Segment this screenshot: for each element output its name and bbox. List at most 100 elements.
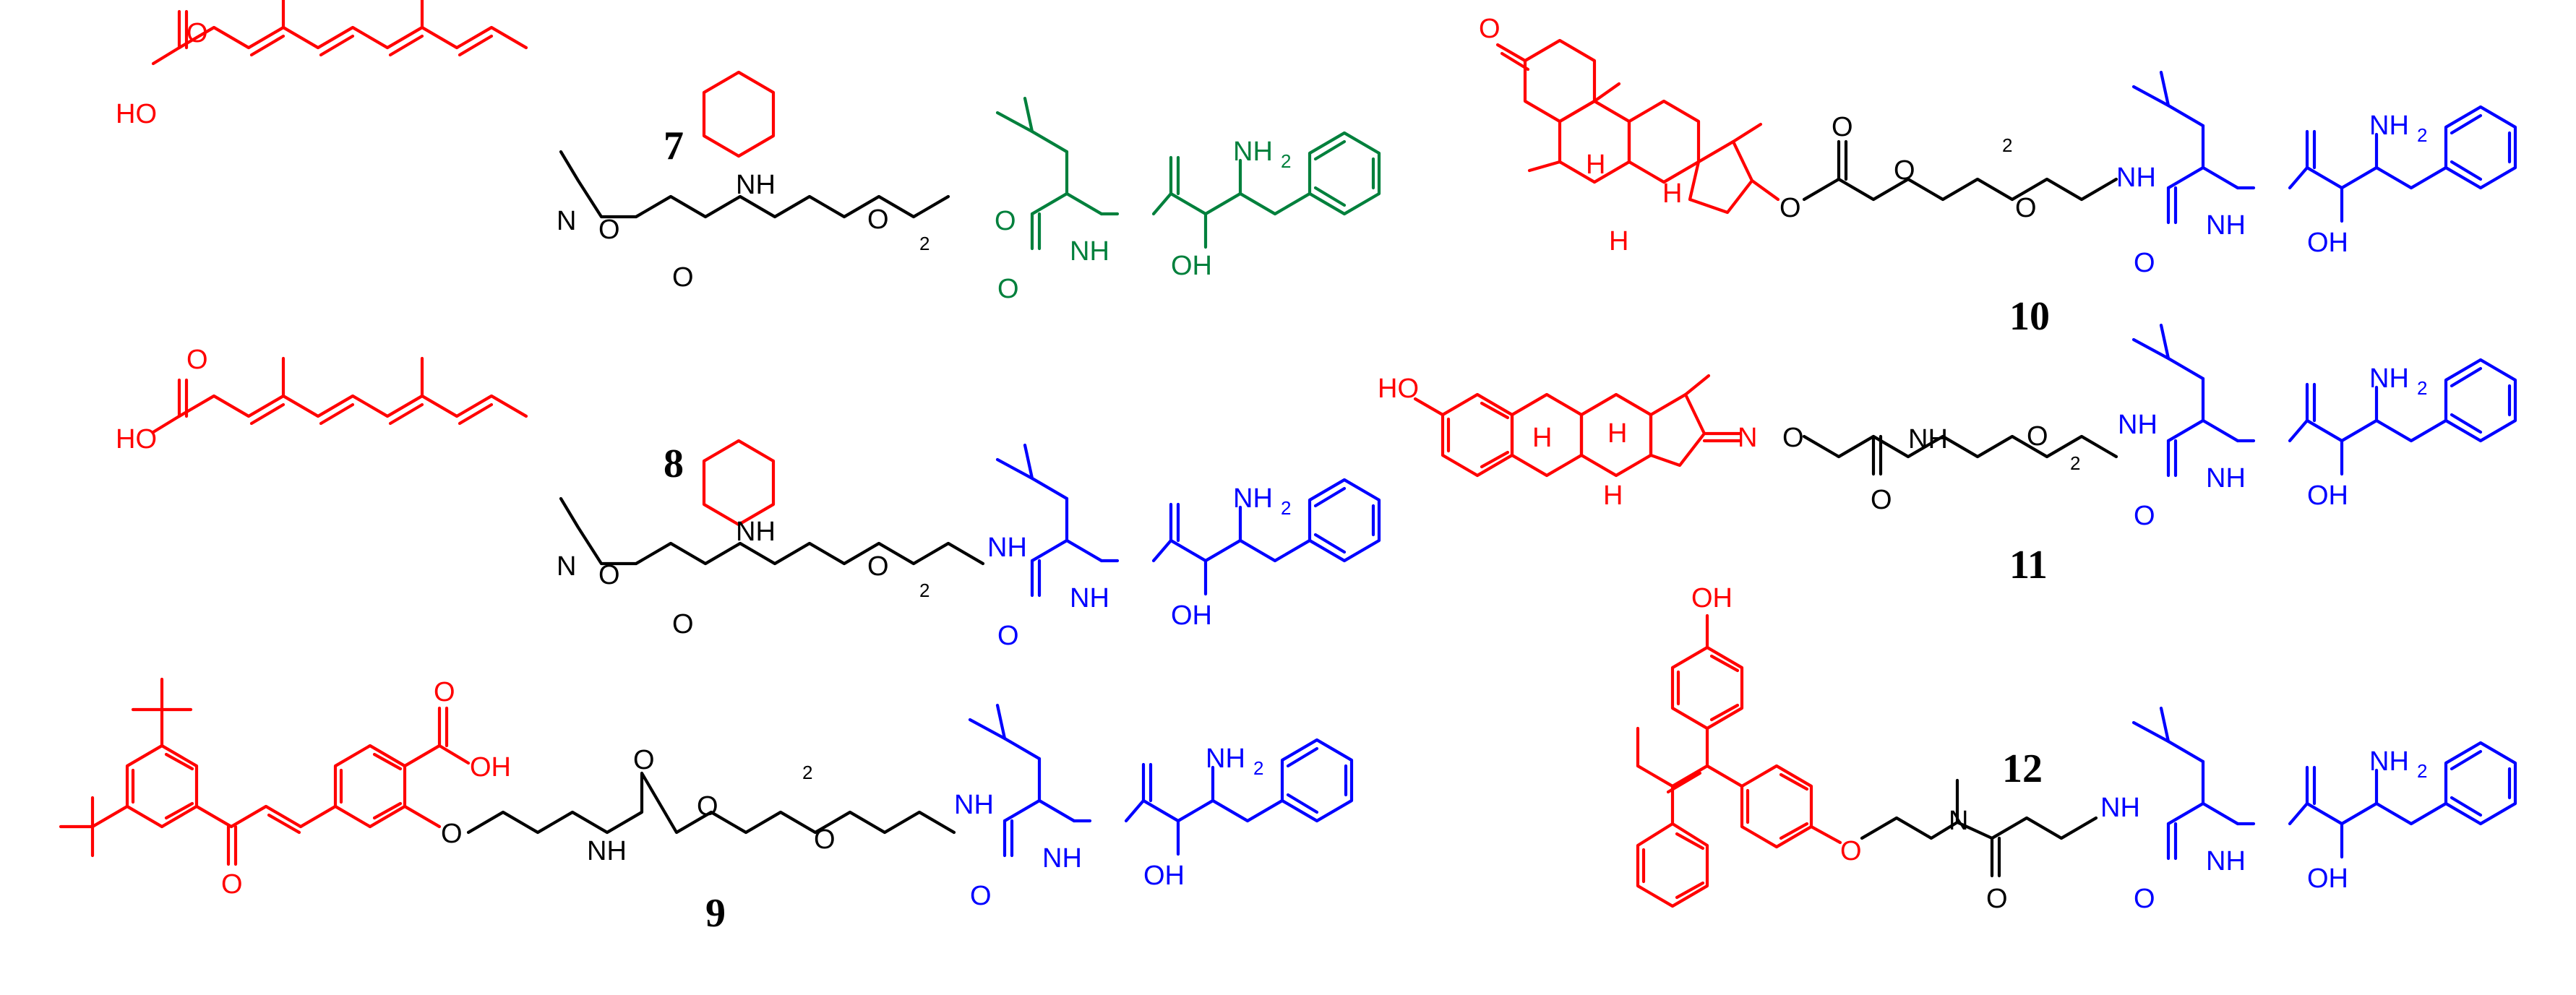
compound-7: HO O N O NH O O 2 O NH OH NH 2 O 7 bbox=[116, 0, 1379, 304]
compound-10-steroid bbox=[1495, 38, 1780, 215]
compound-8-hoc-label: HO bbox=[116, 424, 157, 455]
compound-11-linker bbox=[1802, 434, 2118, 459]
compound-7-oh-label: OH bbox=[1171, 251, 1212, 281]
compound-8-number: 8 bbox=[664, 441, 684, 486]
compound-10-nh2-label: NH bbox=[2369, 111, 2409, 141]
compound-12-tamoxifen bbox=[1636, 613, 1842, 908]
compound-11-h1: H bbox=[1532, 423, 1552, 453]
compound-10-number: 10 bbox=[2009, 294, 2050, 339]
compound-11-ho: HO bbox=[1378, 374, 1419, 404]
compound-11-oh-label: OH bbox=[2307, 481, 2348, 511]
compound-8-peg-o: O bbox=[867, 551, 889, 582]
compound-10-h1: H bbox=[1586, 150, 1605, 180]
compound-9-o-payload: O bbox=[970, 881, 992, 911]
compound-11-carbonyl-o: O bbox=[1871, 485, 1892, 515]
compound-8-o-label: O bbox=[186, 345, 208, 375]
compound-8-nh2-label: NH bbox=[1233, 483, 1273, 514]
compound-10: O H H H O O O 2 O NH NH OH NH 2 O 10 bbox=[1479, 14, 2515, 339]
compound-11: HO H H H N O O NH O 2 NH NH OH NH 2 O 11 bbox=[1378, 325, 2515, 587]
compound-12-nh-payload: NH bbox=[2206, 846, 2246, 876]
compound-11-nh-top: NH bbox=[1908, 424, 1948, 455]
compound-7-o-ether-label: O bbox=[598, 215, 620, 245]
compound-12-oh: OH bbox=[1691, 583, 1733, 613]
compound-9-rep: 2 bbox=[802, 762, 812, 783]
compound-12-n: N bbox=[1949, 806, 1968, 836]
compound-8-nh-payload: NH bbox=[1070, 583, 1109, 613]
compound-9-number: 9 bbox=[705, 891, 726, 936]
compound-12-o-ether: O bbox=[1840, 836, 1862, 866]
compound-12-nh2-label: NH bbox=[2369, 746, 2409, 777]
compound-11-n-oxime: N bbox=[1738, 423, 1757, 453]
compound-7-ester-o: O bbox=[995, 206, 1016, 236]
compound-7-number: 7 bbox=[664, 124, 684, 168]
compound-9-chalcone bbox=[59, 677, 471, 866]
compound-7-nh-payload: NH bbox=[1070, 236, 1109, 267]
compound-11-h3: H bbox=[1603, 481, 1623, 511]
compound-8: HO O N O NH O O 2 NH NH OH NH 2 O 8 bbox=[116, 345, 1379, 651]
compound-11-nh2-label: NH bbox=[2369, 363, 2409, 394]
compound-8-rep: 2 bbox=[919, 580, 929, 601]
compound-11-peg-o: O bbox=[2027, 421, 2048, 452]
compound-9-carbonyl-o: O bbox=[633, 745, 655, 775]
compound-7-o-payload: O bbox=[997, 274, 1019, 304]
compound-7-nh-label: NH bbox=[736, 170, 776, 200]
compound-12: OH O N O NH NH OH NH 2 O 12 bbox=[1636, 583, 2515, 914]
compound-12-o-payload: O bbox=[2134, 884, 2155, 914]
compound-10-payload bbox=[2134, 72, 2515, 223]
compound-7-payload bbox=[997, 98, 1379, 249]
compound-8-n-label: N bbox=[557, 551, 576, 582]
compound-12-oh-label: OH bbox=[2307, 863, 2348, 894]
compound-7-hoc-label: HO bbox=[116, 99, 157, 129]
compound-8-payload bbox=[997, 445, 1379, 595]
compound-9: O O OH O NH O O 2 O NH NH OH NH 2 O 9 bbox=[59, 677, 1352, 936]
compound-11-nh-payload: NH bbox=[2206, 463, 2246, 494]
compound-9-peg-o1: O bbox=[697, 791, 718, 822]
compound-10-ketone-o: O bbox=[1479, 14, 1500, 44]
compound-11-number: 11 bbox=[2009, 543, 2048, 587]
compound-10-h3: H bbox=[1609, 226, 1628, 257]
compound-12-nh2-sub: 2 bbox=[2417, 760, 2427, 782]
compound-10-linker bbox=[1802, 177, 2118, 202]
compound-10-rep: 2 bbox=[2002, 134, 2012, 156]
compound-10-nh2-sub: 2 bbox=[2417, 124, 2427, 146]
compound-9-oh-acid: OH bbox=[470, 752, 511, 783]
compound-11-h2: H bbox=[1607, 418, 1627, 449]
compound-9-o-ketone: O bbox=[221, 869, 243, 900]
compound-9-linker bbox=[466, 771, 956, 835]
compound-7-rep: 2 bbox=[919, 233, 929, 254]
compound-11-o-payload: O bbox=[2134, 501, 2155, 531]
compound-12-linker bbox=[1860, 816, 2098, 840]
compound-11-estradiol bbox=[1413, 374, 1743, 478]
compound-8-carbonyl-o: O bbox=[672, 609, 694, 639]
compound-10-ester-o: O bbox=[1779, 193, 1801, 223]
compound-9-nh: NH bbox=[587, 836, 627, 866]
compound-8-nh-amide: NH bbox=[987, 533, 1027, 563]
compound-10-peg-o1: O bbox=[1894, 155, 1915, 186]
compound-9-nh2-sub: 2 bbox=[1253, 757, 1263, 779]
compound-10-nh-amide: NH bbox=[2116, 163, 2156, 193]
compound-10-carbonyl-o: O bbox=[1832, 112, 1853, 142]
compound-10-peg-o2: O bbox=[2015, 193, 2037, 223]
compound-8-o-payload: O bbox=[997, 621, 1019, 651]
compound-7-retinoid bbox=[153, 0, 776, 158]
compound-9-nh-payload: NH bbox=[1042, 843, 1082, 874]
compound-12-payload bbox=[2134, 708, 2515, 858]
compound-10-nh-payload: NH bbox=[2206, 210, 2246, 241]
compound-10-o-payload: O bbox=[2134, 248, 2155, 278]
compound-9-o-acid: O bbox=[434, 677, 455, 707]
compound-8-nh2-sub: 2 bbox=[1281, 497, 1291, 519]
compound-7-o-label: O bbox=[186, 18, 208, 48]
compound-8-oh-label: OH bbox=[1171, 600, 1212, 631]
compound-9-peg-o2: O bbox=[814, 824, 836, 855]
compound-11-nh2-sub: 2 bbox=[2417, 377, 2427, 399]
compound-9-nh2-label: NH bbox=[1206, 744, 1245, 774]
compound-11-o-oxime: O bbox=[1782, 423, 1804, 453]
compound-12-number: 12 bbox=[2002, 746, 2043, 791]
compound-11-payload bbox=[2134, 325, 2515, 475]
compound-9-nh-amide: NH bbox=[954, 790, 994, 820]
compound-12-carbonyl-o: O bbox=[1986, 884, 2008, 914]
compound-8-retinoid bbox=[153, 358, 776, 527]
compound-8-o-ether-label: O bbox=[598, 560, 620, 590]
compound-9-o-ether: O bbox=[441, 819, 463, 849]
